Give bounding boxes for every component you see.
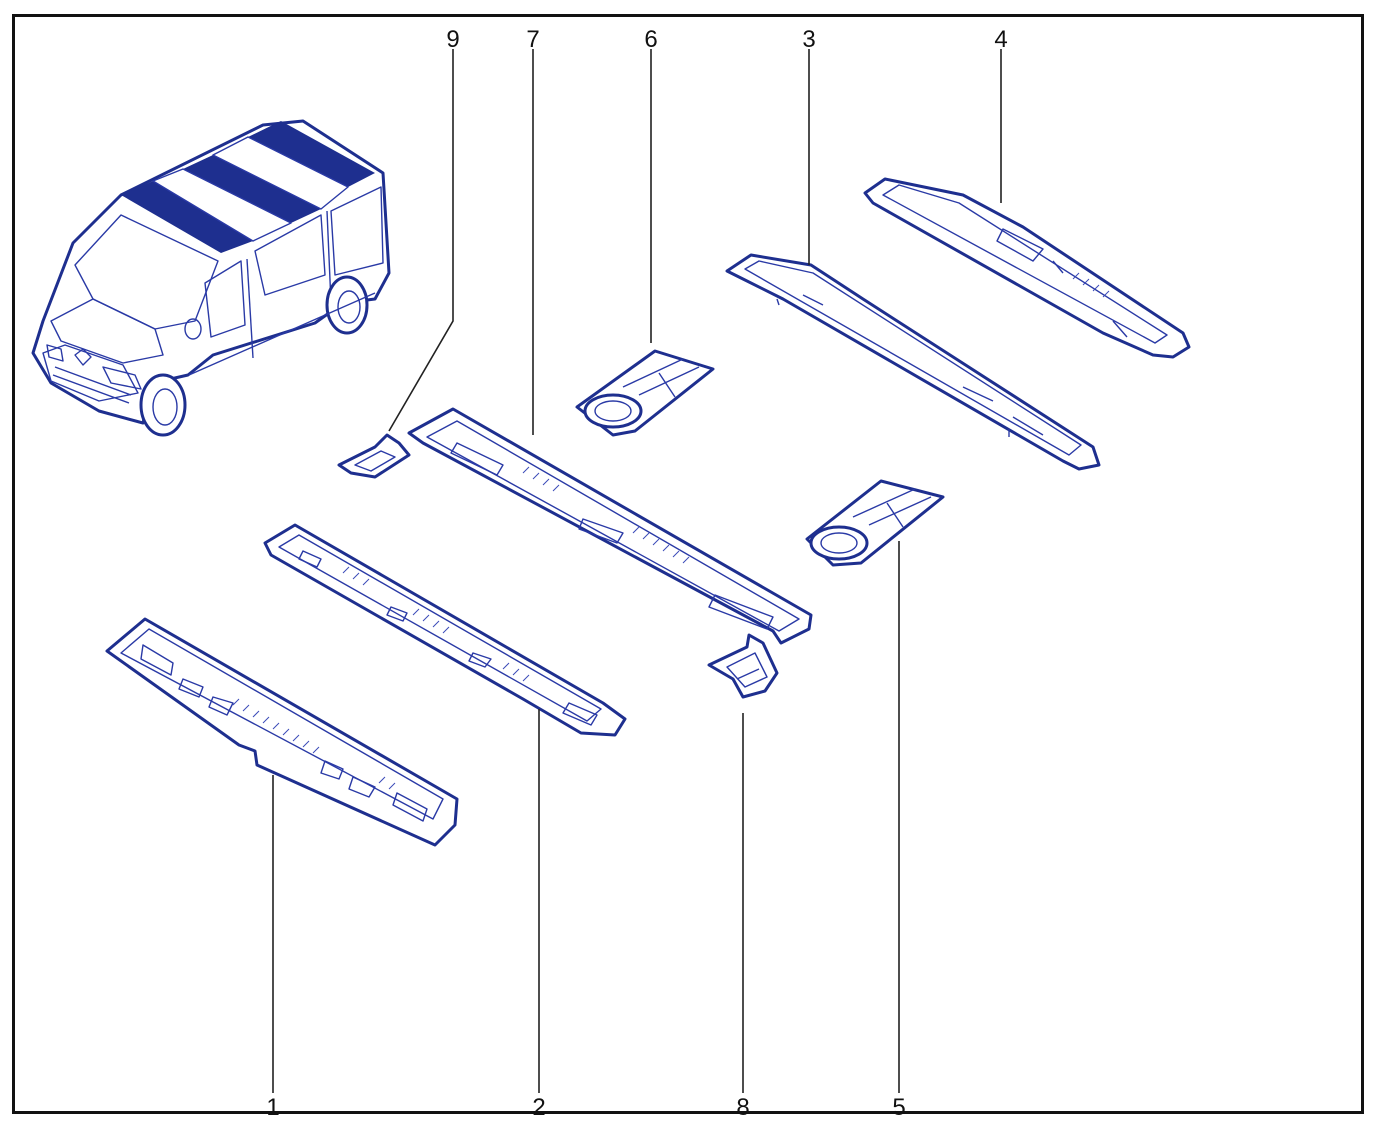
parts-diagram: 1 2 3 4 5 6 7 8 9 — [31, 26, 1191, 1117]
callout-9: 9 — [446, 26, 459, 53]
callout-1: 1 — [266, 1094, 279, 1117]
part-1-front-roof-bow — [105, 617, 459, 847]
callout-4: 4 — [994, 26, 1007, 53]
leader-9 — [388, 49, 454, 432]
callout-8: 8 — [736, 1094, 749, 1117]
leader-lines — [272, 49, 1002, 1093]
callout-7: 7 — [526, 26, 539, 53]
part-9-bracket — [337, 433, 411, 479]
part-7-central-roof-bow — [407, 407, 813, 645]
callout-6: 6 — [644, 26, 657, 53]
part-2-roof-bow — [263, 523, 627, 737]
part-3-rear-roof-bow — [725, 253, 1101, 471]
part-4-rear-roof-bow — [863, 177, 1191, 359]
van-illustration — [31, 119, 391, 437]
callout-3: 3 — [802, 26, 815, 53]
callout-numbers: 1 2 3 4 5 6 7 8 9 — [266, 26, 1007, 1117]
part-6-reinforcement-plate — [575, 349, 715, 437]
part-8-bracket — [707, 633, 779, 699]
callout-2: 2 — [532, 1094, 545, 1117]
diagram-frame: 1 2 3 4 5 6 7 8 9 — [12, 14, 1364, 1117]
part-5-reinforcement-plate — [805, 479, 945, 567]
callout-5: 5 — [892, 1094, 905, 1117]
